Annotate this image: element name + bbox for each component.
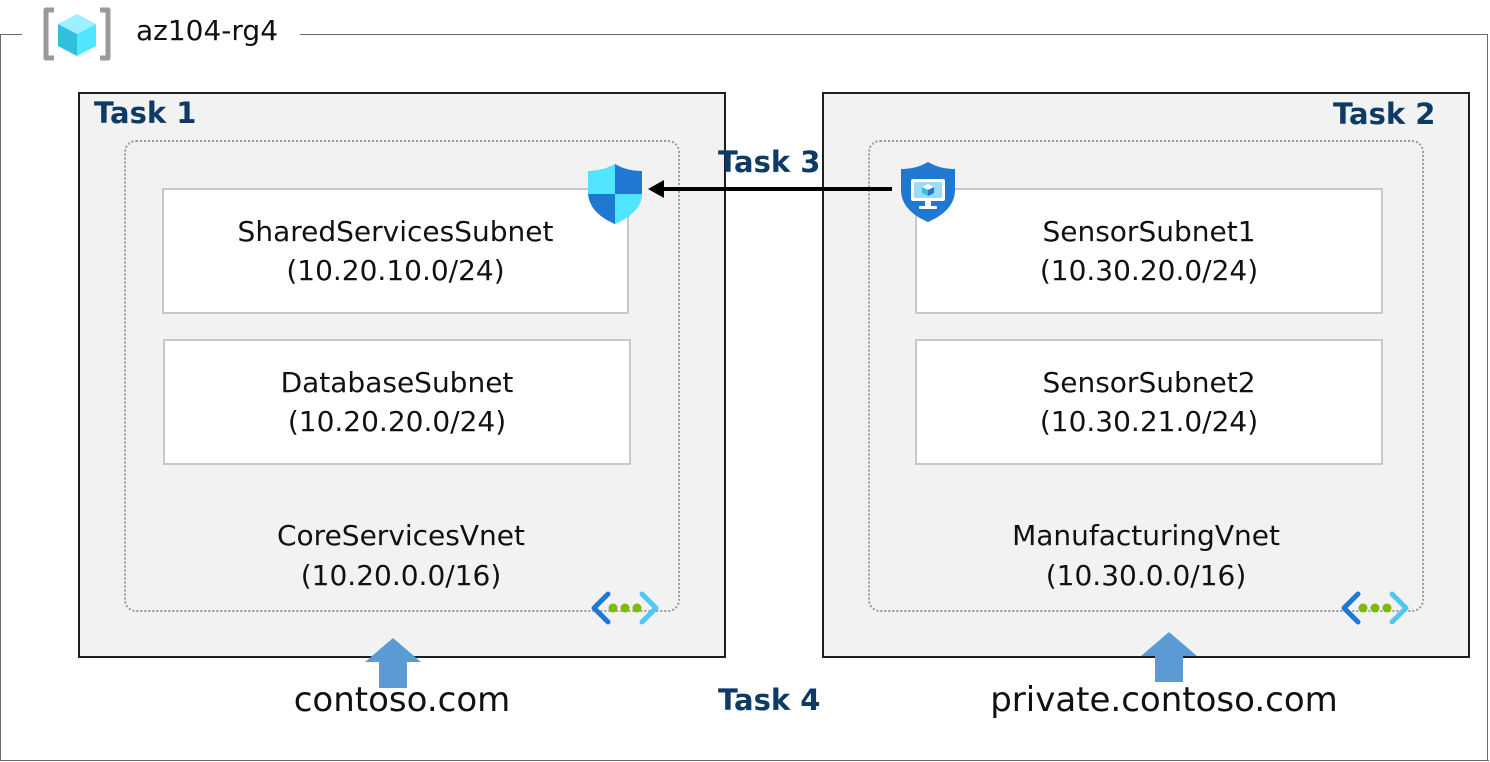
subnet-cidr: (10.30.21.0/24) (1039, 405, 1259, 438)
subnet-name: DatabaseSubnet (280, 366, 514, 399)
subnet-cidr: (10.20.10.0/24) (286, 254, 505, 287)
dns-arrow-icon (365, 638, 421, 688)
vnet-icon (591, 591, 659, 625)
resource-group-name: az104-rg4 (136, 14, 279, 47)
subnet-name: SharedServicesSubnet (237, 215, 554, 248)
resource-group-border-top-right (300, 34, 1488, 35)
core-dns-zone: contoso.com (293, 680, 511, 720)
subnet-name: SensorSubnet2 (1042, 366, 1256, 399)
resource-group-border-right (1487, 34, 1488, 761)
vnet-cidr: (10.30.0.0/16) (1045, 559, 1247, 592)
core-services-vnet (124, 140, 680, 612)
task1-label: Task 1 (94, 96, 197, 130)
nsg-shield-icon (588, 164, 642, 224)
resource-group-icon (43, 7, 111, 61)
resource-group-border-bottom (0, 760, 1489, 761)
dns-arrow-icon (1141, 632, 1197, 682)
task4-label: Task 4 (718, 683, 821, 717)
vnet-icon (1341, 591, 1409, 625)
sensor-subnet-1: SensorSubnet1 (10.30.20.0/24) (915, 188, 1383, 314)
subnet-name: SensorSubnet1 (1042, 215, 1256, 248)
manufacturing-dns-zone: private.contoso.com (990, 680, 1338, 720)
task3-label: Task 3 (718, 145, 821, 179)
manufacturing-vnet (868, 140, 1424, 612)
subnet-cidr: (10.30.20.0/24) (1039, 254, 1259, 287)
vnet-name: ManufacturingVnet (1012, 519, 1280, 552)
task2-label: Task 2 (1333, 97, 1436, 131)
vnet-cidr: (10.20.0.0/16) (300, 559, 502, 592)
peering-arrow-icon (648, 180, 892, 198)
manufacturing-vnet-label: ManufacturingVnet (10.30.0.0/16) (945, 516, 1347, 596)
database-subnet: DatabaseSubnet (10.20.20.0/24) (163, 339, 631, 465)
resource-group-border-left (0, 34, 1, 761)
vnet-name: CoreServicesVnet (277, 519, 525, 552)
shared-services-subnet: SharedServicesSubnet (10.20.10.0/24) (162, 188, 629, 314)
sensor-subnet-2: SensorSubnet2 (10.30.21.0/24) (915, 339, 1383, 465)
asg-shield-icon (901, 162, 955, 222)
subnet-cidr: (10.20.20.0/24) (287, 405, 507, 438)
core-vnet-label: CoreServicesVnet (10.20.0.0/16) (200, 516, 602, 596)
resource-group-border-top-left (0, 34, 22, 35)
